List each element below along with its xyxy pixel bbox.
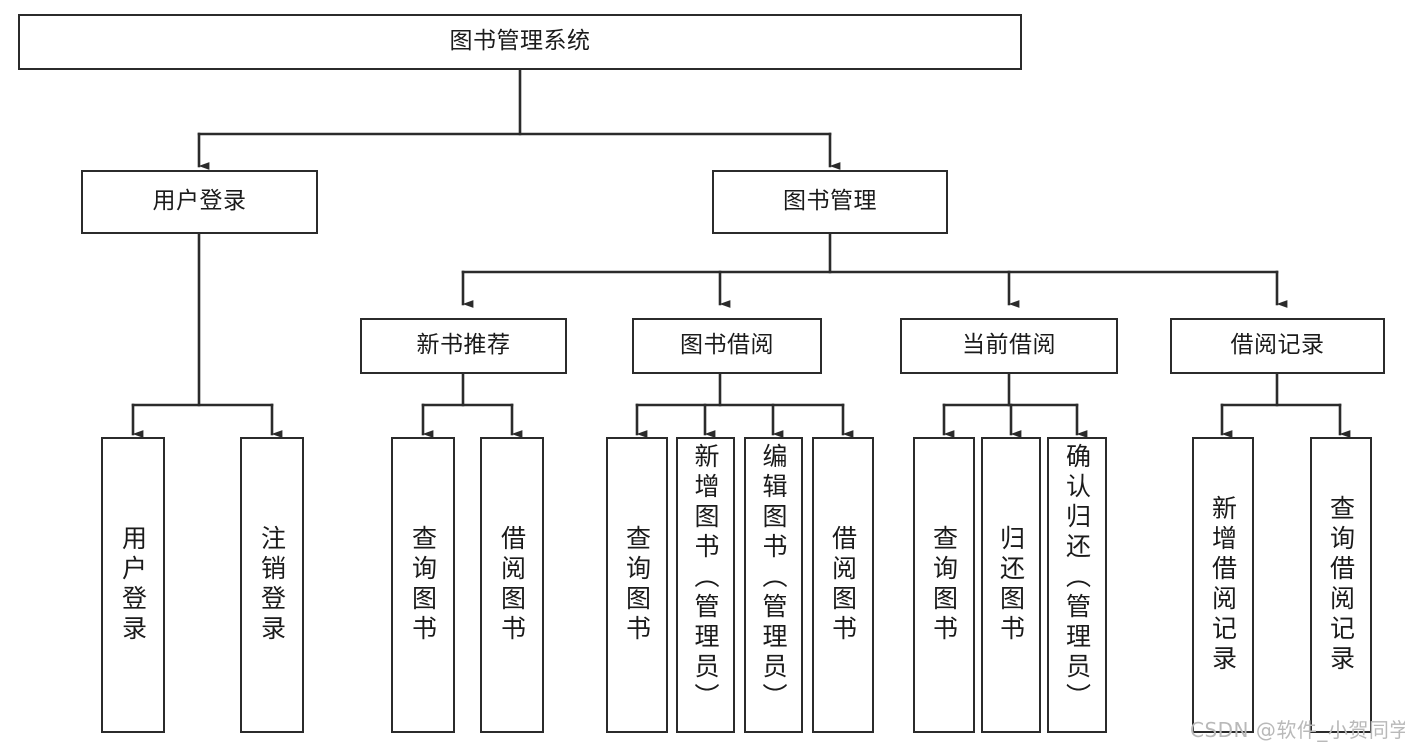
node-user-login[interactable]: 用户登录 bbox=[81, 170, 318, 234]
node-leaf-confirm-return[interactable]: 确认归还（管理员） bbox=[1047, 437, 1107, 733]
user-login-to-leaves-connectors bbox=[131, 232, 283, 438]
node-current-borrow[interactable]: 当前借阅 bbox=[900, 318, 1118, 374]
node-user-login-label: 用户登录 bbox=[152, 188, 247, 215]
node-book-borrow-label: 图书借阅 bbox=[680, 332, 774, 359]
node-leaf-return-book-label: 归还图书 bbox=[996, 525, 1026, 645]
node-book-manage[interactable]: 图书管理 bbox=[712, 170, 948, 234]
node-new-book-recommend[interactable]: 新书推荐 bbox=[360, 318, 567, 374]
node-root-system[interactable]: 图书管理系统 bbox=[18, 14, 1022, 70]
node-leaf-edit-book-label: 编辑图书（管理员） bbox=[759, 443, 788, 713]
node-leaf-add-record-label: 新增借阅记录 bbox=[1208, 495, 1238, 675]
node-leaf-borrow-book-1-label: 借阅图书 bbox=[497, 525, 527, 645]
book-manage-to-level3-connectors bbox=[461, 232, 1288, 308]
node-leaf-query-record[interactable]: 查询借阅记录 bbox=[1310, 437, 1372, 733]
node-borrow-record-label: 借阅记录 bbox=[1230, 332, 1325, 359]
node-leaf-query-book-2[interactable]: 查询图书 bbox=[606, 437, 668, 733]
node-leaf-borrow-book-2-label: 借阅图书 bbox=[828, 525, 858, 645]
node-leaf-user-login[interactable]: 用户登录 bbox=[101, 437, 165, 733]
node-leaf-query-book-2-label: 查询图书 bbox=[622, 525, 652, 645]
node-leaf-query-book-1[interactable]: 查询图书 bbox=[391, 437, 455, 733]
node-leaf-borrow-book-2[interactable]: 借阅图书 bbox=[812, 437, 874, 733]
node-leaf-query-book-3[interactable]: 查询图书 bbox=[913, 437, 975, 733]
node-leaf-confirm-return-label: 确认归还（管理员） bbox=[1062, 443, 1092, 713]
node-leaf-user-logout[interactable]: 注销登录 bbox=[240, 437, 304, 733]
current-borrow-to-leaves-connectors bbox=[942, 372, 1088, 438]
node-book-manage-label: 图书管理 bbox=[783, 188, 877, 215]
node-leaf-return-book[interactable]: 归还图书 bbox=[981, 437, 1041, 733]
node-leaf-edit-book[interactable]: 编辑图书（管理员） bbox=[744, 437, 803, 733]
node-current-borrow-label: 当前借阅 bbox=[962, 332, 1056, 359]
node-leaf-add-book-label: 新增图书（管理员） bbox=[691, 443, 720, 713]
book-borrow-to-leaves-connectors bbox=[635, 372, 854, 438]
node-leaf-user-login-label: 用户登录 bbox=[118, 525, 148, 645]
borrow-record-to-leaves-connectors bbox=[1220, 372, 1351, 438]
node-leaf-add-book[interactable]: 新增图书（管理员） bbox=[676, 437, 735, 733]
node-leaf-user-logout-label: 注销登录 bbox=[257, 525, 287, 645]
node-book-borrow[interactable]: 图书借阅 bbox=[632, 318, 822, 374]
node-leaf-query-book-3-label: 查询图书 bbox=[929, 525, 959, 645]
node-leaf-add-record[interactable]: 新增借阅记录 bbox=[1192, 437, 1254, 733]
node-leaf-query-book-1-label: 查询图书 bbox=[408, 525, 438, 645]
node-borrow-record[interactable]: 借阅记录 bbox=[1170, 318, 1385, 374]
node-leaf-borrow-book-1[interactable]: 借阅图书 bbox=[480, 437, 544, 733]
node-leaf-query-record-label: 查询借阅记录 bbox=[1326, 495, 1356, 675]
node-new-book-recommend-label: 新书推荐 bbox=[416, 332, 511, 359]
root-to-level2-connectors bbox=[197, 68, 841, 170]
node-root-system-label: 图书管理系统 bbox=[449, 28, 591, 55]
new-book-recommend-to-leaves-connectors bbox=[421, 372, 523, 438]
